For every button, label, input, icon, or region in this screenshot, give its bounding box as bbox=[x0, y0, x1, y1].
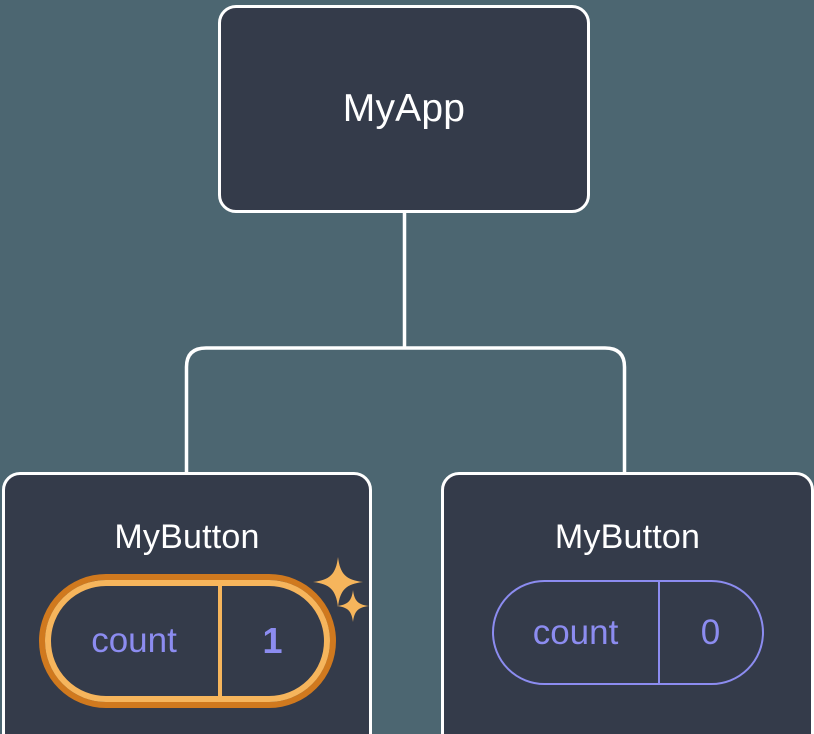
state-value-right: 0 bbox=[657, 582, 762, 683]
node-mybutton-left-title: MyButton bbox=[114, 518, 260, 556]
state-pill-right[interactable]: count 0 bbox=[491, 580, 764, 685]
node-myapp-title: MyApp bbox=[342, 87, 466, 130]
state-key-left: count bbox=[91, 621, 177, 660]
state-pill-left[interactable]: count 1 bbox=[44, 580, 330, 702]
state-key-right: count bbox=[532, 612, 619, 652]
node-mybutton-right[interactable]: MyButton count 0 bbox=[441, 472, 814, 734]
state-pill-wrap-left: count 1 bbox=[44, 580, 330, 702]
node-myapp[interactable]: MyApp bbox=[218, 5, 590, 213]
connector-branch bbox=[184, 346, 627, 472]
state-pill-wrap-right: count 0 bbox=[491, 580, 764, 685]
node-mybutton-right-title: MyButton bbox=[554, 518, 701, 556]
state-value-left: 1 bbox=[217, 586, 324, 696]
node-mybutton-right-content: MyButton count 0 bbox=[444, 475, 811, 734]
node-mybutton-left[interactable]: MyButton count 1 bbox=[2, 472, 372, 734]
node-mybutton-left-content: MyButton count 1 bbox=[5, 475, 369, 734]
